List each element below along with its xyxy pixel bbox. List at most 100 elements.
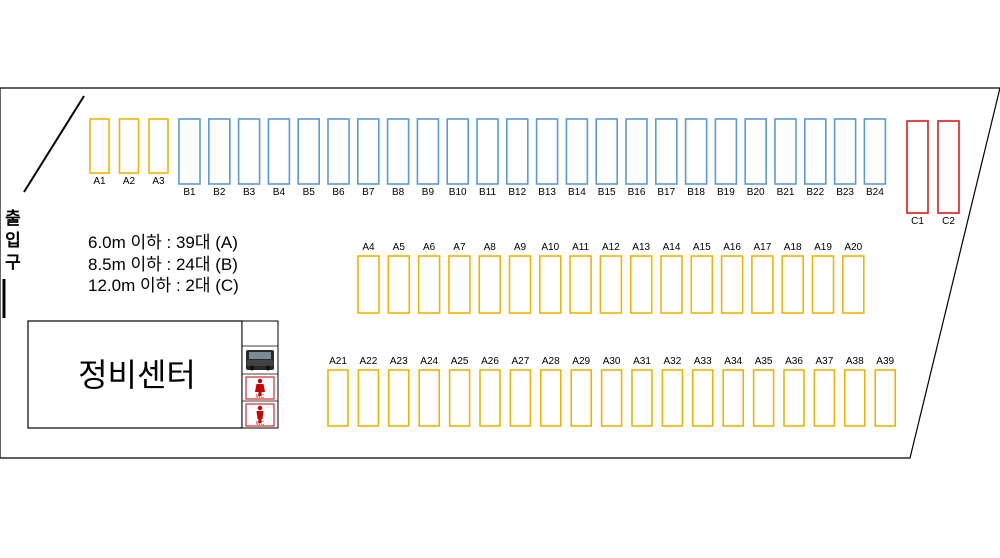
slot-label: A3 <box>152 176 165 187</box>
service-center-label: 정비센터 <box>78 356 196 394</box>
parking-slot-a24 <box>418 369 441 427</box>
parking-slot-b1 <box>178 118 201 185</box>
parking-slot-b20 <box>744 118 768 185</box>
parking-slot-a13 <box>629 255 653 314</box>
parking-slot-a17 <box>751 255 774 314</box>
restroom-icon: WC <box>245 403 275 427</box>
parking-slot-a33 <box>691 369 714 427</box>
slot-label: B11 <box>479 187 496 198</box>
slot-label: A38 <box>846 356 864 367</box>
slot-label: A36 <box>785 356 803 367</box>
entrance-char: 입 <box>5 231 21 251</box>
parking-slot-a14 <box>660 255 683 314</box>
parking-slot-a12 <box>599 255 623 314</box>
slot-label: B21 <box>777 187 795 198</box>
slot-label: A10 <box>541 242 559 253</box>
parking-slot-c2 <box>937 120 960 214</box>
slot-label: B19 <box>717 187 735 198</box>
parking-slot-a31 <box>631 369 653 427</box>
slot-label: B5 <box>303 187 316 198</box>
parking-slot-b3 <box>237 118 261 185</box>
restroom-label: WC <box>256 421 265 427</box>
slot-label: B23 <box>836 187 854 198</box>
parking-slot-b11 <box>476 118 499 185</box>
parking-slot-b2 <box>208 118 231 185</box>
slot-label: A35 <box>755 356 773 367</box>
parking-slot-a26 <box>479 369 501 427</box>
slot-label: A26 <box>481 356 499 367</box>
slot-label: A8 <box>484 242 497 253</box>
slot-label: A19 <box>814 242 832 253</box>
slot-label: A7 <box>453 242 466 253</box>
parking-slot-a32 <box>661 369 684 427</box>
slot-label: B13 <box>538 187 556 198</box>
slot-label: A18 <box>784 242 802 253</box>
slot-label: A22 <box>360 356 378 367</box>
parking-slot-a37 <box>813 369 836 427</box>
slot-label: A29 <box>572 356 590 367</box>
slot-label: A23 <box>390 356 408 367</box>
slot-label: B1 <box>183 187 196 198</box>
parking-slot-b8 <box>386 118 410 185</box>
parking-slot-a34 <box>722 369 745 427</box>
slot-label: A28 <box>542 356 560 367</box>
slot-label: B7 <box>362 187 375 198</box>
parking-slot-a8 <box>478 255 502 314</box>
parking-slot-a7 <box>448 255 471 314</box>
parking-slot-a16 <box>720 255 744 314</box>
slot-label: B12 <box>508 187 526 198</box>
slot-label: B3 <box>243 187 256 198</box>
parking-slot-a22 <box>357 369 380 427</box>
parking-slot-a6 <box>417 255 441 314</box>
restroom-label: WC <box>256 394 265 400</box>
parking-slot-b18 <box>684 118 708 185</box>
legend-line-c: 12.0m 이하 : 2대 (C) <box>88 276 239 295</box>
legend-line-b: 8.5m 이하 : 24대 (B) <box>88 255 238 274</box>
parking-slot-a39 <box>874 369 897 427</box>
parking-slot-a10 <box>538 255 562 314</box>
parking-slot-b7 <box>356 118 380 185</box>
parking-slot-a21 <box>327 369 349 427</box>
parking-slot-b5 <box>297 118 321 185</box>
parking-slot-a15 <box>690 255 714 314</box>
parking-slot-b22 <box>803 118 827 185</box>
legend: 6.0m 이하 : 39대 (A) 8.5m 이하 : 24대 (B) 12.0… <box>88 233 239 295</box>
parking-slot-b13 <box>535 118 559 185</box>
slot-label: A17 <box>754 242 772 253</box>
slot-label: B8 <box>392 187 405 198</box>
parking-slot-b23 <box>833 118 857 185</box>
parking-slot-b19 <box>714 118 738 185</box>
parking-slot-b15 <box>595 118 619 185</box>
slot-label: B2 <box>213 187 226 198</box>
slot-label: A15 <box>693 242 711 253</box>
slot-label: A33 <box>694 356 712 367</box>
parking-slot-b24 <box>863 118 887 185</box>
slot-label: A34 <box>724 356 742 367</box>
parking-slot-b6 <box>327 118 350 185</box>
parking-slot-b10 <box>446 118 470 185</box>
slot-label: A24 <box>420 356 438 367</box>
slot-label: A1 <box>93 176 106 187</box>
parking-slot-c1 <box>906 120 929 214</box>
slot-label: B18 <box>687 187 705 198</box>
slot-label: A37 <box>816 356 834 367</box>
slot-label: B20 <box>747 187 765 198</box>
parking-slot-b17 <box>654 118 678 185</box>
slot-label: A39 <box>876 356 894 367</box>
parking-slot-a5 <box>387 255 411 314</box>
slot-label: A25 <box>451 356 469 367</box>
slot-label: A30 <box>603 356 621 367</box>
parking-slot-b12 <box>505 118 529 185</box>
slot-label: A2 <box>123 176 136 187</box>
slot-label: B6 <box>332 187 345 198</box>
legend-line-a: 6.0m 이하 : 39대 (A) <box>88 233 238 252</box>
entrance-label: 출 입 구 <box>5 209 21 273</box>
slot-label: C1 <box>911 216 924 227</box>
parking-slot-a23 <box>387 369 410 427</box>
slot-label: A13 <box>632 242 650 253</box>
parking-slot-a28 <box>539 369 562 427</box>
parking-slot-a35 <box>752 369 775 427</box>
entrance-char: 출 <box>5 209 21 229</box>
